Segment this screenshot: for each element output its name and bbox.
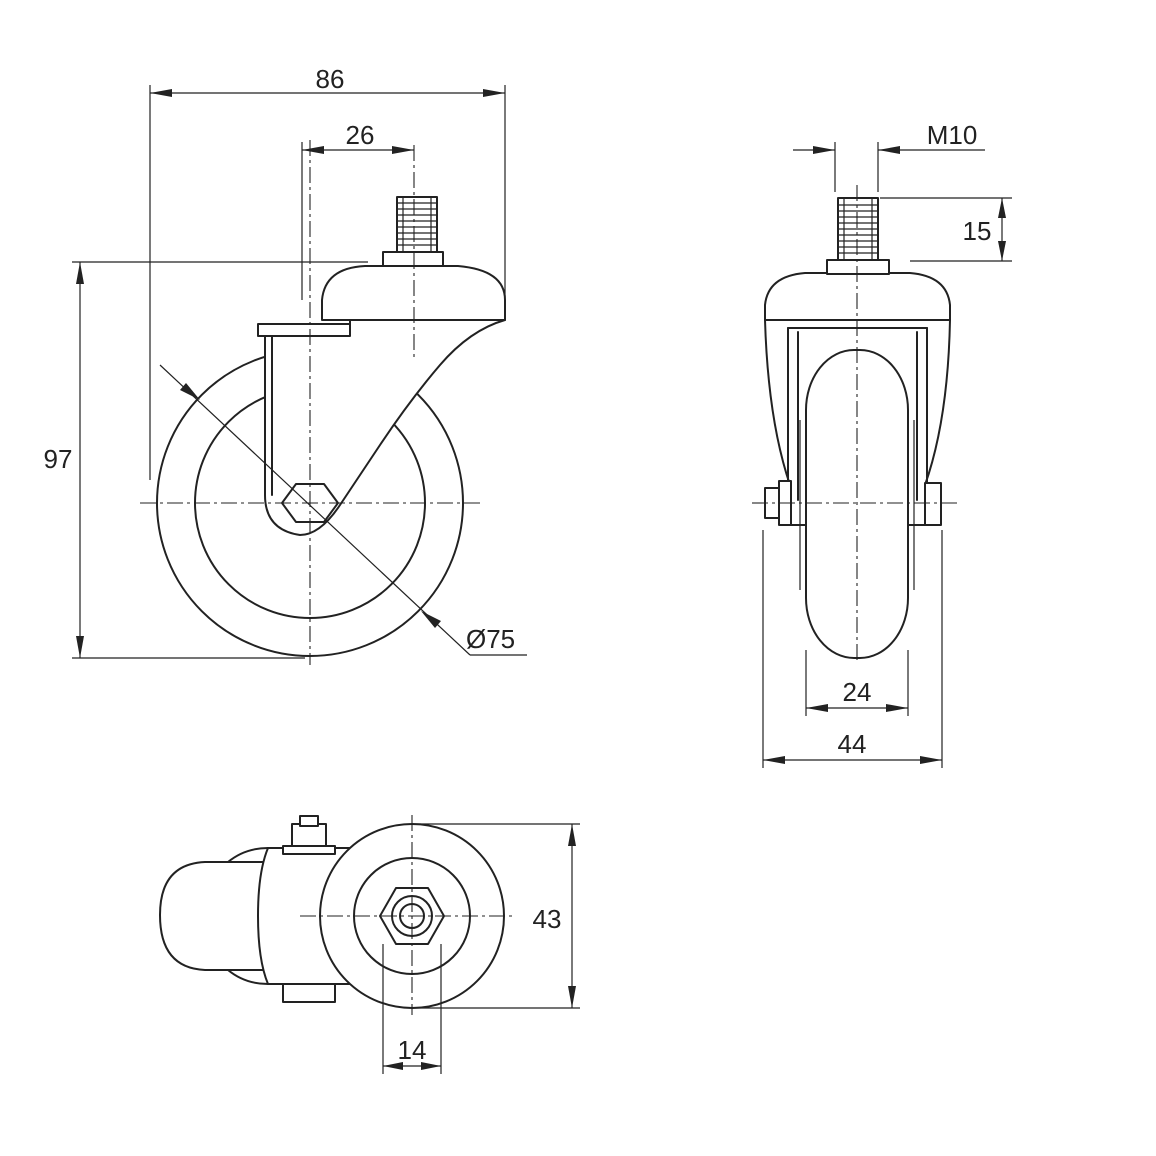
front-view: M10 15 24 44 <box>752 120 1012 768</box>
dim-bottom-width: 43 <box>533 904 562 934</box>
side-fork-top-plate <box>257 323 351 337</box>
front-stem-collar <box>826 259 890 275</box>
dim-thread: M10 <box>927 120 978 150</box>
bottom-view: 43 14 <box>159 815 580 1074</box>
side-stem-collar <box>382 251 444 267</box>
side-stem-thread <box>396 196 438 253</box>
bottom-bolt-head <box>291 823 327 847</box>
side-fork-leg <box>264 319 506 536</box>
bottom-axle-nut <box>282 983 336 1003</box>
bottom-wheel <box>159 861 269 971</box>
bottom-wheel-inner <box>227 847 269 985</box>
bottom-bolt-cap <box>299 815 319 827</box>
front-stem-thread-lines <box>838 198 878 260</box>
dim-wheel-diameter: Ø75 <box>466 624 515 654</box>
dim-overall-height: 97 <box>44 444 73 474</box>
dim-fork-width: 44 <box>838 729 867 759</box>
dim-overall-width: 86 <box>316 64 345 94</box>
dim-hex-width: 14 <box>398 1035 427 1065</box>
bottom-bolt-collar <box>282 845 336 855</box>
side-view: 86 26 97 Ø75 <box>44 64 527 665</box>
dim-stem-offset: 26 <box>346 120 375 150</box>
dim-wheel-width: 24 <box>843 677 872 707</box>
front-axle-nut <box>924 482 942 526</box>
dim-stem-length: 15 <box>963 216 992 246</box>
side-stem-thread-lines <box>397 197 437 252</box>
